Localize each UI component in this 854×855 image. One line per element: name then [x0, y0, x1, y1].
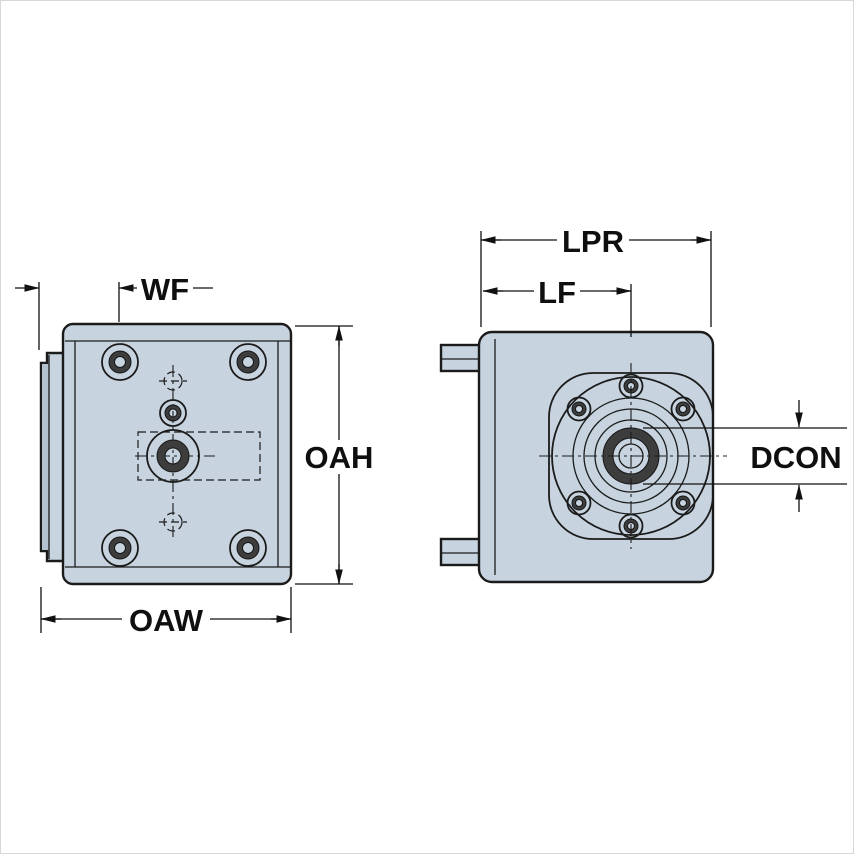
- lf-label-bg: [534, 275, 580, 309]
- oah-label-bg: [299, 440, 379, 474]
- bolt-ring: [571, 401, 587, 417]
- lf-label: LF: [538, 275, 576, 310]
- bolt-ring: [623, 378, 639, 394]
- bolt-head-ring: [108, 536, 132, 560]
- hub-ring: [156, 439, 190, 473]
- flange-bolt-upper-right: [670, 396, 696, 422]
- flange-bolt-upper-left: [566, 396, 592, 422]
- bolt-outer: [566, 490, 592, 516]
- bolt-ring: [675, 495, 691, 511]
- flange-bolt-bottom: [618, 513, 644, 539]
- front-bolt-bottom-left: [101, 529, 139, 567]
- front-bolt-top-left: [101, 343, 139, 381]
- bolt-ring: [675, 401, 691, 417]
- dcon-label-bg: [742, 440, 850, 474]
- bolt-outer: [670, 396, 696, 422]
- dimensions: WF OAH OAW: [15, 224, 850, 638]
- front-bolt-bottom-right: [229, 529, 267, 567]
- dimension-wf: WF: [15, 272, 213, 350]
- dimension-dcon: DCON: [643, 400, 850, 512]
- oah-label: OAH: [305, 440, 374, 475]
- bolt-counterbore: [229, 343, 267, 381]
- dimension-lf: LF: [482, 275, 632, 337]
- bolt-outer: [670, 490, 696, 516]
- bolt-counterbore: [101, 343, 139, 381]
- bolt-outer: [566, 396, 592, 422]
- bolt-counterbore: [101, 529, 139, 567]
- bolt-ring: [623, 518, 639, 534]
- oaw-label: OAW: [129, 603, 204, 638]
- side-view: [439, 330, 727, 584]
- bolt-head-ring: [108, 350, 132, 374]
- dimension-oah: OAH: [295, 325, 379, 585]
- pin-ring: [164, 404, 182, 422]
- flange-bolt-lower-right: [670, 490, 696, 516]
- front-view: [39, 322, 293, 586]
- oaw-label-bg: [122, 603, 210, 637]
- wf-label-bg: [137, 272, 193, 306]
- bolt-ring: [571, 495, 587, 511]
- front-bolt-top-right: [229, 343, 267, 381]
- bolt-head-ring: [236, 350, 260, 374]
- dimension-oaw: OAW: [40, 587, 292, 638]
- front-flange-shade: [42, 364, 49, 550]
- bolt-head-ring: [236, 536, 260, 560]
- lpr-label-bg: [557, 224, 629, 258]
- flange-bolt-lower-left: [566, 490, 592, 516]
- dcon-label: DCON: [750, 440, 841, 475]
- lpr-label: LPR: [562, 224, 624, 259]
- pin-outer-circle: [159, 399, 187, 427]
- side-lug-top: [439, 343, 483, 373]
- front-pin: [159, 399, 187, 427]
- dimension-lpr: LPR: [480, 224, 712, 327]
- side-lug-bottom: [439, 537, 483, 567]
- hub-outer-circle: [146, 429, 200, 483]
- bolt-counterbore: [229, 529, 267, 567]
- bolt-outer: [618, 513, 644, 539]
- front-center-hub: [146, 429, 200, 483]
- wf-label: WF: [141, 272, 189, 307]
- front-body: [61, 322, 293, 586]
